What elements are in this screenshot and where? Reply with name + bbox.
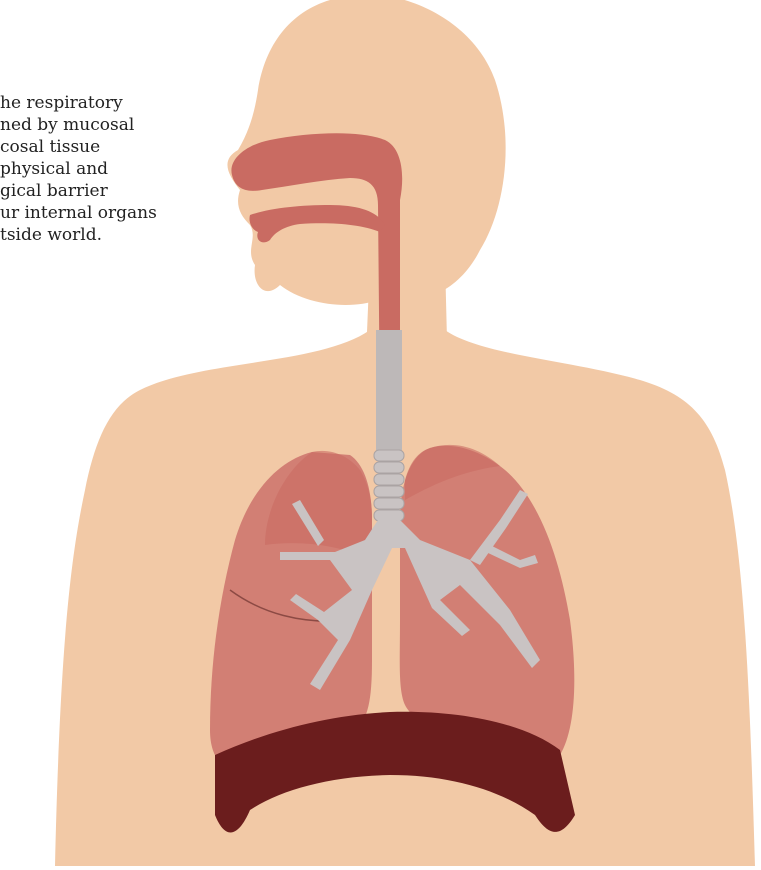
caption-text: he respiratory ned by mucosal cosal tiss…	[0, 92, 330, 246]
caption-line: ur internal organs	[0, 202, 330, 224]
caption-line: ned by mucosal	[0, 114, 330, 136]
caption-line: gical barrier	[0, 180, 330, 202]
caption-line: cosal tissue	[0, 136, 330, 158]
trachea-upper	[376, 330, 402, 450]
caption-line: physical and	[0, 158, 330, 180]
caption-line: he respiratory	[0, 92, 330, 114]
caption-line: tside world.	[0, 224, 330, 246]
